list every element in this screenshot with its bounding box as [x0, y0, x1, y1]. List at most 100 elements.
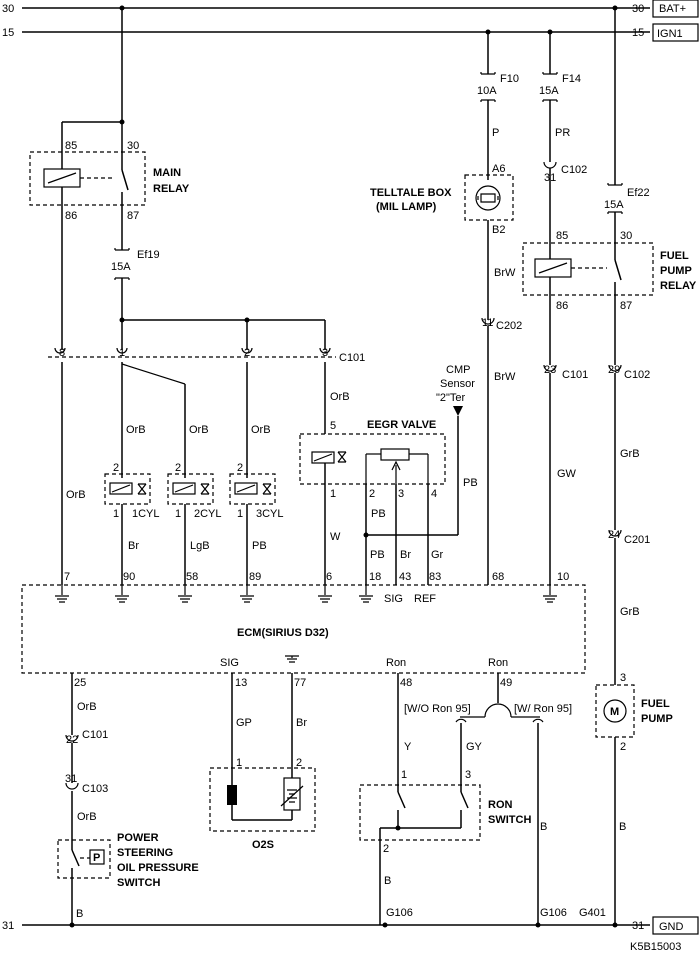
connector-c201: 24 C201 — [608, 529, 650, 546]
bat-rail-num-left: 30 — [2, 3, 14, 15]
ron-switch-pin-1: 1 — [401, 769, 407, 781]
c101-pin-1: 1 — [119, 347, 125, 359]
ecm-pin-18: 18 — [369, 571, 381, 583]
injector-1cyl-bottom-pin: 1 — [113, 508, 119, 520]
ecm-pin-48: 48 — [400, 677, 412, 689]
wire-gw: GW — [557, 468, 577, 480]
c202-pin: 11 — [482, 317, 493, 329]
fpr-pin-30: 30 — [620, 230, 632, 242]
fuse-f10: F10 10A — [477, 32, 519, 102]
ron-w-label: [W/ Ron 95] — [514, 703, 572, 715]
o2s-pin-2: 2 — [296, 757, 302, 769]
connector-c101-b: 23 C101 — [543, 364, 588, 381]
main-relay-pin-86: 86 — [65, 210, 77, 222]
fuse-ef22: Ef22 15A — [604, 8, 650, 214]
wire-grb-lower: GrB — [620, 606, 640, 618]
wire-b-ron-right: B — [540, 821, 547, 833]
cmp-line1: CMP — [446, 364, 470, 376]
ecm-pin-25: 25 — [74, 677, 86, 689]
o2s-label: O2S — [252, 839, 274, 851]
injector-3cyl: 2 1 3CYL — [229, 462, 284, 520]
ps-switch-label-4: SWITCH — [117, 877, 160, 889]
ecm-pin-10: 10 — [557, 571, 569, 583]
wire-w-eegr: W — [330, 531, 341, 543]
ron-switch: 1 3 2 RON SWITCH — [359, 769, 531, 855]
eegr-pin-2: 2 — [369, 488, 375, 500]
ps-switch-label-2: STEERING — [117, 847, 173, 859]
eegr-pin-4: 4 — [431, 488, 437, 500]
power-steering-switch: P POWER STEERING OIL PRESSURE SWITCH — [57, 832, 199, 889]
c101-name: C101 — [339, 352, 365, 364]
injector-3cyl-top-pin: 2 — [237, 462, 243, 474]
ecm-pin-49: 49 — [500, 677, 512, 689]
wire-y: Y — [404, 741, 412, 753]
fuel-pump-pin-2: 2 — [620, 741, 626, 753]
connector-c101-c: 22 C101 — [65, 729, 108, 746]
c101-pin-8: 8 — [59, 347, 65, 359]
telltale-box: A6 B2 TELLTALE BOX (MIL LAMP) — [370, 163, 514, 236]
ground-g106-a: G106 — [386, 907, 413, 919]
ps-switch-symbol: P — [93, 852, 100, 864]
ecm-sig-bottom: SIG — [220, 657, 239, 669]
fpr-pin-87: 87 — [620, 300, 632, 312]
main-relay: 85 30 86 87 MAIN RELAY — [29, 8, 190, 222]
wire-p: P — [492, 127, 499, 139]
telltale-label-1: TELLTALE BOX — [370, 187, 452, 199]
wire-b-ron2: B — [384, 875, 391, 887]
fpr-label-1: FUEL — [660, 250, 689, 262]
ecm: ECM(SIRIUS D32) 7 90 58 89 6 18 43 83 68… — [21, 571, 586, 689]
c101-b-pin: 23 — [544, 364, 556, 376]
wire-orb-3cyl: OrB — [251, 424, 271, 436]
gnd-rail-num-left: 31 — [2, 920, 14, 932]
wire-gr-eegr-4: Gr — [431, 549, 444, 561]
gnd-rail-label: GND — [659, 921, 684, 933]
telltale-label-2: (MIL LAMP) — [376, 201, 437, 213]
injector-3cyl-bottom-pin: 1 — [237, 508, 243, 520]
ign-rail-label: IGN1 — [657, 28, 683, 40]
fpr-pin-86: 86 — [556, 300, 568, 312]
wire-gy: GY — [466, 741, 483, 753]
fuel-pump-label-2: PUMP — [641, 713, 673, 725]
ron-switch-pin-3: 3 — [465, 769, 471, 781]
o2s: 1 2 O2S — [209, 757, 316, 851]
wire-gp: GP — [236, 717, 252, 729]
wire-pb-3cyl: PB — [252, 540, 267, 552]
connector-c102-b: 29 C102 — [608, 364, 650, 381]
wire-orb-2cyl: OrB — [189, 424, 209, 436]
ecm-pin-77: 77 — [294, 677, 306, 689]
fpr-pin-85: 85 — [556, 230, 568, 242]
fuse-ef19: Ef19 15A — [111, 205, 160, 320]
injector-1cyl-name: 1CYL — [132, 508, 160, 520]
fuse-f10-name: F10 — [500, 73, 519, 85]
ecm-pin-13: 13 — [235, 677, 247, 689]
fuse-ef19-rating: 15A — [111, 261, 131, 273]
ground-g401: G401 — [579, 907, 606, 919]
ign-rail: 15 15 IGN1 — [2, 23, 699, 42]
main-relay-pin-87: 87 — [127, 210, 139, 222]
telltale-pin-b2: B2 — [492, 224, 505, 236]
cmp-line3: "2"Ter — [436, 392, 466, 404]
ecm-pin-6: 6 — [326, 571, 332, 583]
injector-3cyl-name: 3CYL — [256, 508, 284, 520]
fpr-label-2: PUMP — [660, 265, 692, 277]
ecm-pin-83: 83 — [429, 571, 441, 583]
fuel-pump-motor-symbol: M — [610, 706, 619, 718]
ecm-pin-43: 43 — [399, 571, 411, 583]
c103-pin: 31 — [65, 773, 77, 785]
ron-switch-label-1: RON — [488, 799, 513, 811]
ecm-pin-58: 58 — [186, 571, 198, 583]
eegr-pin-5: 5 — [330, 420, 336, 432]
c101-pin-2: 2 — [244, 347, 250, 359]
fuse-ef22-name: Ef22 — [627, 187, 650, 199]
bat-rail: 30 30 BAT+ — [2, 0, 699, 18]
wire-br-o2s: Br — [296, 717, 307, 729]
main-relay-label-1: MAIN — [153, 167, 181, 179]
ecm-pin-89: 89 — [249, 571, 261, 583]
fuse-f14-name: F14 — [562, 73, 581, 85]
wire-grb-upper: GrB — [620, 448, 640, 460]
injector-1cyl-top-pin: 2 — [113, 462, 119, 474]
main-relay-label-2: RELAY — [153, 183, 190, 195]
ecm-ground-symbols — [55, 585, 557, 663]
fpr-label-3: RELAY — [660, 280, 697, 292]
